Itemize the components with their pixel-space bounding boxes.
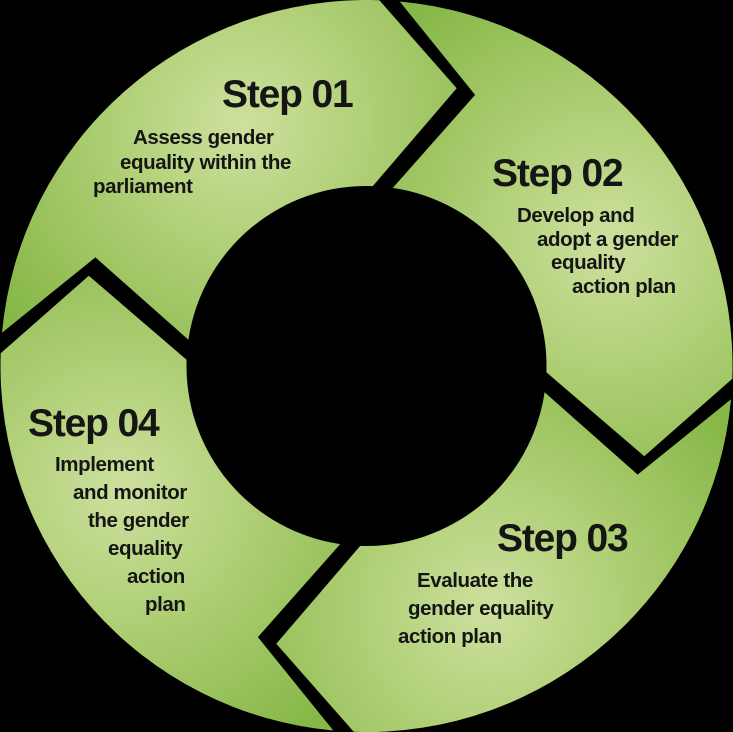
- step-04-desc-line: and monitor: [73, 481, 187, 504]
- step-02-desc-line: Develop and: [517, 204, 635, 227]
- step-03-desc-line: Evaluate the: [417, 569, 533, 592]
- step-02-title: Step 02: [492, 152, 624, 195]
- step-03-description: Evaluate the gender equality action plan: [398, 567, 554, 651]
- step-04-title: Step 04: [28, 402, 160, 445]
- step-03-desc-line: action plan: [398, 625, 502, 648]
- step-04-desc-line: action: [127, 565, 185, 588]
- step-03-desc-line: gender equality: [408, 597, 554, 620]
- step-02-desc-line: equality: [551, 251, 626, 274]
- step-04-desc-line: plan: [145, 593, 186, 616]
- step-03-arrow-segment: [276, 392, 731, 732]
- step-01-description: Assess gender equality within the parlia…: [93, 126, 291, 200]
- step-01-desc-line: parliament: [93, 175, 193, 198]
- step-04-description: Implement and monitor the gender equalit…: [55, 451, 189, 619]
- step-02-description: Develop and adopt a gender equality acti…: [517, 204, 679, 298]
- step-01-desc-line: equality within the: [120, 150, 292, 174]
- step-01-arrow-segment: [2, 0, 457, 340]
- step-01-title: Step 01: [222, 73, 354, 116]
- step-01-desc-line: Assess gender: [133, 126, 274, 149]
- step-04-arrow-segment: [0, 275, 341, 731]
- step-02-desc-line: adopt a gender: [537, 227, 679, 251]
- step-02-arrow-segment: [392, 1, 733, 457]
- step-02-desc-line: action plan: [572, 274, 676, 298]
- step-04-desc-line: equality: [108, 537, 183, 560]
- step-04-desc-line: the gender: [88, 509, 189, 532]
- step-03-title: Step 03: [497, 517, 629, 560]
- step-04-desc-line: Implement: [55, 453, 154, 476]
